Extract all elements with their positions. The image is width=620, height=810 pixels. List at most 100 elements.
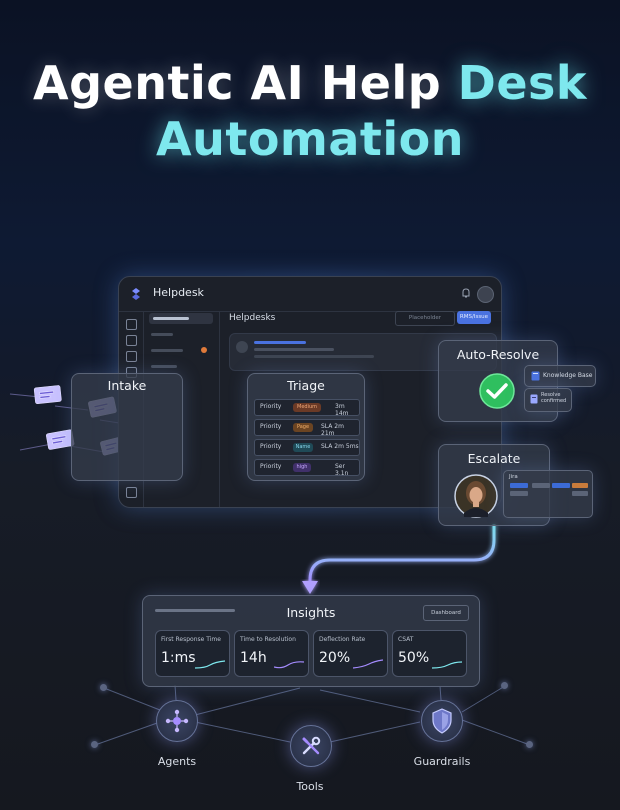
- metric-card[interactable]: First Response Time 1:ms: [155, 630, 230, 677]
- metric-value: 14h: [240, 650, 267, 666]
- board-card: [510, 483, 528, 488]
- logout-icon[interactable]: [126, 487, 137, 498]
- primary-button[interactable]: RMS/Issue: [457, 311, 491, 324]
- bottom-network: [94, 684, 531, 746]
- insights-panel: Insights Dashboard First Response Time 1…: [142, 595, 480, 687]
- network-node: [91, 741, 98, 748]
- tools-label: Tools: [296, 780, 324, 793]
- triage-row-label: Priority: [260, 423, 282, 430]
- metric-value: 20%: [319, 650, 351, 666]
- message-line: [254, 348, 334, 351]
- dashboard-dropdown[interactable]: Dashboard: [423, 605, 469, 621]
- metric-label: Time to Resolution: [240, 636, 296, 643]
- triage-row-label: Priority: [260, 403, 282, 410]
- metric-label: CSAT: [398, 636, 414, 643]
- document-icon: [530, 394, 538, 404]
- checkmark-icon: [479, 373, 515, 409]
- knowledge-base-label: Knowledge Base: [543, 372, 593, 379]
- app-logo-icon: [132, 288, 140, 300]
- metric-value: 50%: [398, 650, 430, 666]
- filter-dropdown[interactable]: Placeholder: [395, 311, 455, 326]
- sparkline: [353, 659, 383, 669]
- resolve-doc-chip[interactable]: Resolve confirmed: [524, 388, 572, 412]
- headline-line-2: Automation: [155, 112, 465, 166]
- escalate-title: Escalate: [467, 451, 521, 466]
- board-card: [532, 483, 550, 488]
- triage-row[interactable]: Priority Name SLA 2m 5ms: [254, 439, 360, 456]
- app-header: Helpdesk: [119, 277, 501, 312]
- message-line: [254, 355, 374, 358]
- priority-tag: Medium: [293, 403, 321, 412]
- triage-row[interactable]: Priority high Ser 3.1n: [254, 459, 360, 477]
- inbox-icon[interactable]: [126, 335, 137, 346]
- jira-board-panel[interactable]: Jira: [503, 470, 593, 518]
- network-node: [526, 741, 533, 748]
- metric-card[interactable]: CSAT 50%: [392, 630, 467, 677]
- message-line: [254, 341, 306, 344]
- jira-label: Jira: [509, 474, 518, 480]
- board-card: [572, 483, 588, 488]
- board-card: [510, 491, 528, 496]
- sidebar: [143, 311, 220, 507]
- guardrails-hub[interactable]: [421, 700, 463, 742]
- insights-header-line: [155, 609, 235, 612]
- triage-row-label: Priority: [260, 463, 282, 470]
- main-title: Helpdesks: [229, 313, 276, 323]
- user-avatar[interactable]: [477, 286, 494, 303]
- sidebar-line: [151, 333, 173, 336]
- agents-label: Agents: [157, 755, 197, 768]
- ticket-icon: [33, 385, 62, 405]
- sidebar-line: [151, 365, 177, 368]
- escalate-to-insights-arrow: [308, 524, 496, 583]
- sparkline: [274, 661, 304, 669]
- sparkline: [432, 661, 462, 669]
- agent-avatar: [454, 474, 498, 518]
- metric-card[interactable]: Deflection Rate 20%: [313, 630, 388, 677]
- sla-value: SLA 2m 5ms: [321, 443, 359, 450]
- agents-hub[interactable]: [156, 700, 198, 742]
- metric-value: 1:ms: [161, 650, 196, 666]
- headline-accent-text: Desk: [457, 56, 587, 110]
- resolve-doc-label: Resolve confirmed: [541, 392, 567, 404]
- priority-tag: Name: [293, 443, 313, 452]
- insights-title: Insights: [286, 605, 336, 620]
- knowledge-base-chip[interactable]: Knowledge Base: [524, 365, 596, 387]
- notification-dot: [201, 347, 207, 353]
- metric-card[interactable]: Time to Resolution 14h: [234, 630, 309, 677]
- sparkline: [195, 660, 225, 669]
- sla-value: 3m 14m: [335, 403, 349, 417]
- sidebar-line: [153, 317, 189, 320]
- tools-hub[interactable]: [290, 725, 332, 767]
- network-node: [100, 684, 107, 691]
- sidebar-line: [151, 349, 183, 352]
- headline-line-1: Agentic AI Help Desk: [0, 56, 620, 110]
- metric-label: First Response Time: [161, 636, 221, 643]
- triage-row[interactable]: Priority Page SLA 2m 21m: [254, 419, 360, 437]
- chat-icon[interactable]: [126, 319, 137, 330]
- board-card: [572, 491, 588, 496]
- sla-value: SLA 2m 21m: [321, 423, 344, 437]
- users-icon[interactable]: [126, 351, 137, 362]
- auto-resolve-title: Auto-Resolve: [456, 347, 540, 362]
- book-icon: [531, 371, 540, 381]
- agents-icon: [165, 709, 189, 733]
- priority-tag: high: [293, 463, 311, 472]
- triage-row-label: Priority: [260, 443, 282, 450]
- guardrails-label: Guardrails: [413, 755, 471, 768]
- app-name: Helpdesk: [153, 286, 204, 299]
- board-card: [552, 483, 570, 488]
- priority-tag: Page: [293, 423, 313, 432]
- escalate-to-insights-arrowhead: [302, 581, 318, 594]
- bell-icon[interactable]: [461, 287, 471, 299]
- headline-white-text: Agentic AI Help: [32, 56, 458, 110]
- triage-panel: Triage Priority Medium 3m 14m Priority P…: [247, 373, 365, 481]
- metric-label: Deflection Rate: [319, 636, 366, 643]
- triage-row[interactable]: Priority Medium 3m 14m: [254, 399, 360, 417]
- tools-icon: [302, 736, 321, 755]
- message-avatar: [236, 341, 248, 353]
- triage-title: Triage: [287, 378, 325, 393]
- intake-title: Intake: [107, 378, 147, 393]
- sla-value: Ser 3.1n: [335, 463, 349, 477]
- network-node: [501, 682, 508, 689]
- intake-panel: Intake: [71, 373, 183, 481]
